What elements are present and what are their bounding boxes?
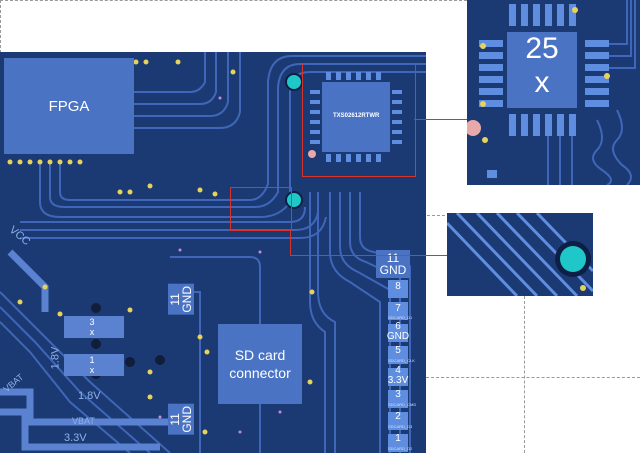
pin-net: SDCARD_D2 xyxy=(388,446,413,451)
pin-number: 3 xyxy=(395,389,401,400)
pin-net: SDCARD_CLK xyxy=(388,358,415,363)
zoom-count-number: 25 xyxy=(525,32,559,65)
trace-callout-line-h xyxy=(290,255,447,256)
zoom-count-box: 25 x xyxy=(507,32,577,108)
zoom-count-x: x xyxy=(534,66,550,99)
pin-net: GND xyxy=(386,331,410,342)
pin-number: 1 xyxy=(395,433,401,444)
pin-net: 3.3V xyxy=(387,375,409,386)
pcb-board: FPGA SD card connector TXS02612RTWR 11 G… xyxy=(0,52,426,453)
pin-net: SDCARD_CMD xyxy=(388,402,417,407)
pin-number: 5 xyxy=(395,345,401,356)
chip-zoom-drawing xyxy=(467,0,636,185)
pin-net: SDCARD_D1 xyxy=(388,315,413,320)
trace-callout-line-v xyxy=(290,229,291,255)
chip-zoom-inset: 25 x xyxy=(467,0,640,185)
guide-line-top xyxy=(0,0,467,1)
trace-zoom-drawing xyxy=(447,213,593,296)
pin-net: SDCARD_D3 xyxy=(388,424,413,429)
v1-8-label: 1.8V xyxy=(78,390,101,402)
chip-callout-line xyxy=(414,119,467,120)
pin-number: 7 xyxy=(395,303,401,314)
vbat-label: VBAT xyxy=(72,416,95,426)
resistor-1x-label: 1 x xyxy=(89,355,95,375)
guide-line-right xyxy=(524,296,525,453)
resistor-3x-label: 3 x xyxy=(89,317,95,337)
fpga-label: FPGA xyxy=(4,58,134,154)
traces-highlight-box xyxy=(230,187,292,231)
gnd-tag-left-top: 11 GND xyxy=(168,284,194,315)
gnd-tag-left-bottom: 11 GND xyxy=(168,404,194,435)
pcb-traces xyxy=(0,52,426,453)
trace-zoom-inset xyxy=(447,213,593,296)
sd-connector-label: SD card connector xyxy=(218,324,302,404)
chip-highlight-box xyxy=(302,63,416,177)
guide-line-lower xyxy=(426,377,640,378)
v1-8-vertical-label: 1.8V xyxy=(49,346,62,370)
pin-number: 6 xyxy=(395,321,401,332)
chip-part-label: TXS02612RTWR xyxy=(333,113,380,119)
pin-number: 2 xyxy=(395,411,401,422)
gnd-tag-right: 11 GND xyxy=(376,250,410,278)
pin-number: 8 xyxy=(395,281,401,292)
pin-number: 4 xyxy=(395,365,401,376)
v3-3-label: 3.3V xyxy=(64,432,87,444)
